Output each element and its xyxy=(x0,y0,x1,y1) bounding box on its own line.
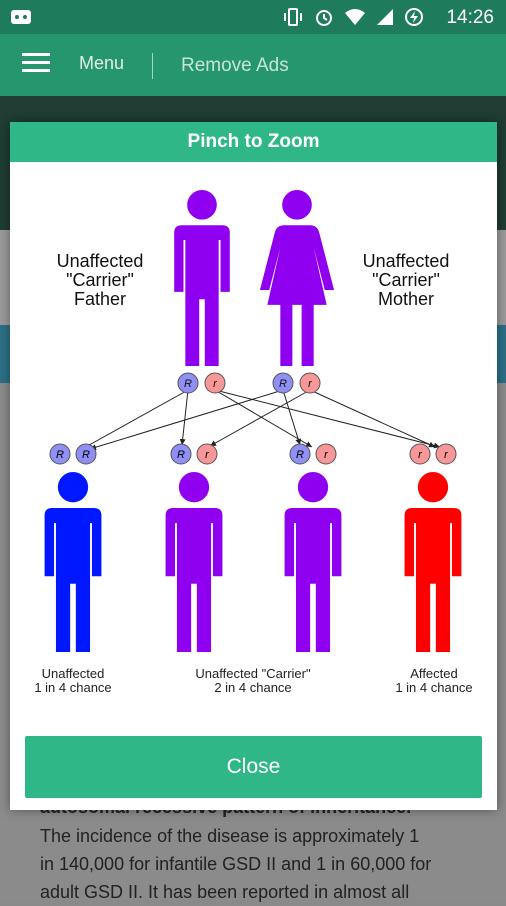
svg-text:R: R xyxy=(82,449,90,461)
mother-figure xyxy=(259,190,335,366)
app-bar: Menu Remove Ads xyxy=(0,34,506,96)
status-time: 14:26 xyxy=(446,7,494,28)
svg-text:R: R xyxy=(56,449,64,461)
child-label-line1: Unaffected "Carrier" xyxy=(195,666,311,681)
status-bar: 14:26 xyxy=(0,0,506,34)
android-debug-icon xyxy=(11,10,31,24)
child-label-affected: Affected 1 in 4 chance xyxy=(374,667,494,695)
child-alleles: R R R r R r r r xyxy=(49,443,457,465)
vibrate-icon xyxy=(284,8,302,26)
svg-text:R: R xyxy=(279,378,287,390)
zoom-dialog: Pinch to Zoom xyxy=(10,122,497,810)
menu-button[interactable]: Menu xyxy=(79,53,125,73)
mother-label: Unaffected "Carrier" Mother xyxy=(346,252,466,309)
father-label: Unaffected "Carrier" Father xyxy=(40,252,160,309)
father-label-line2: "Carrier" xyxy=(66,270,134,290)
alarm-icon xyxy=(316,10,332,26)
child-label-carrier: Unaffected "Carrier" 2 in 4 chance xyxy=(173,667,333,695)
child-label-line2: 2 in 4 chance xyxy=(214,680,292,695)
svg-text:r: r xyxy=(213,378,218,390)
child-carrier-figure-1 xyxy=(165,472,223,652)
child-label-line1: Unaffected xyxy=(41,666,105,681)
dialog-title: Pinch to Zoom xyxy=(10,122,497,162)
article-line-1: The incidence of the disease is approxim… xyxy=(40,826,420,846)
inheritance-arrows xyxy=(81,389,441,451)
close-button[interactable]: Close xyxy=(25,736,482,798)
svg-text:r: r xyxy=(308,378,313,390)
father-alleles: R r xyxy=(177,372,226,394)
child-label-line1: Affected xyxy=(410,666,458,681)
svg-text:R: R xyxy=(184,378,192,390)
remove-ads-button[interactable]: Remove Ads xyxy=(181,55,289,76)
child-affected-figure xyxy=(404,472,462,652)
svg-text:r: r xyxy=(205,449,210,461)
svg-text:r: r xyxy=(324,449,329,461)
father-label-line1: Unaffected xyxy=(56,251,144,271)
svg-text:R: R xyxy=(177,449,185,461)
child-label-unaffected: Unaffected 1 in 4 chance xyxy=(13,667,133,695)
article-line-3: adult GSD II. It has been reported in al… xyxy=(40,882,410,902)
mother-label-line1: Unaffected xyxy=(362,251,450,271)
appbar-divider xyxy=(152,53,153,79)
svg-text:r: r xyxy=(418,449,423,461)
child-label-line2: 1 in 4 chance xyxy=(395,680,473,695)
mother-label-line3: Mother xyxy=(377,289,435,309)
child-unaffected-figure xyxy=(44,472,102,652)
inheritance-diagram[interactable]: R r R r R R R r R r r r xyxy=(10,162,497,732)
child-carrier-figure-2 xyxy=(284,472,342,652)
mother-alleles: R r xyxy=(272,372,321,394)
article-line-2: in 140,000 for infantile GSD II and 1 in… xyxy=(40,854,432,874)
svg-text:r: r xyxy=(444,449,449,461)
father-figure xyxy=(174,190,230,366)
wifi-icon xyxy=(345,9,365,25)
svg-text:R: R xyxy=(296,449,304,461)
cellular-icon xyxy=(377,9,393,25)
child-label-line2: 1 in 4 chance xyxy=(34,680,112,695)
battery-saver-icon xyxy=(405,8,423,26)
hamburger-menu-icon[interactable] xyxy=(22,52,50,74)
father-label-line3: Father xyxy=(73,289,127,309)
mother-label-line2: "Carrier" xyxy=(372,270,440,290)
